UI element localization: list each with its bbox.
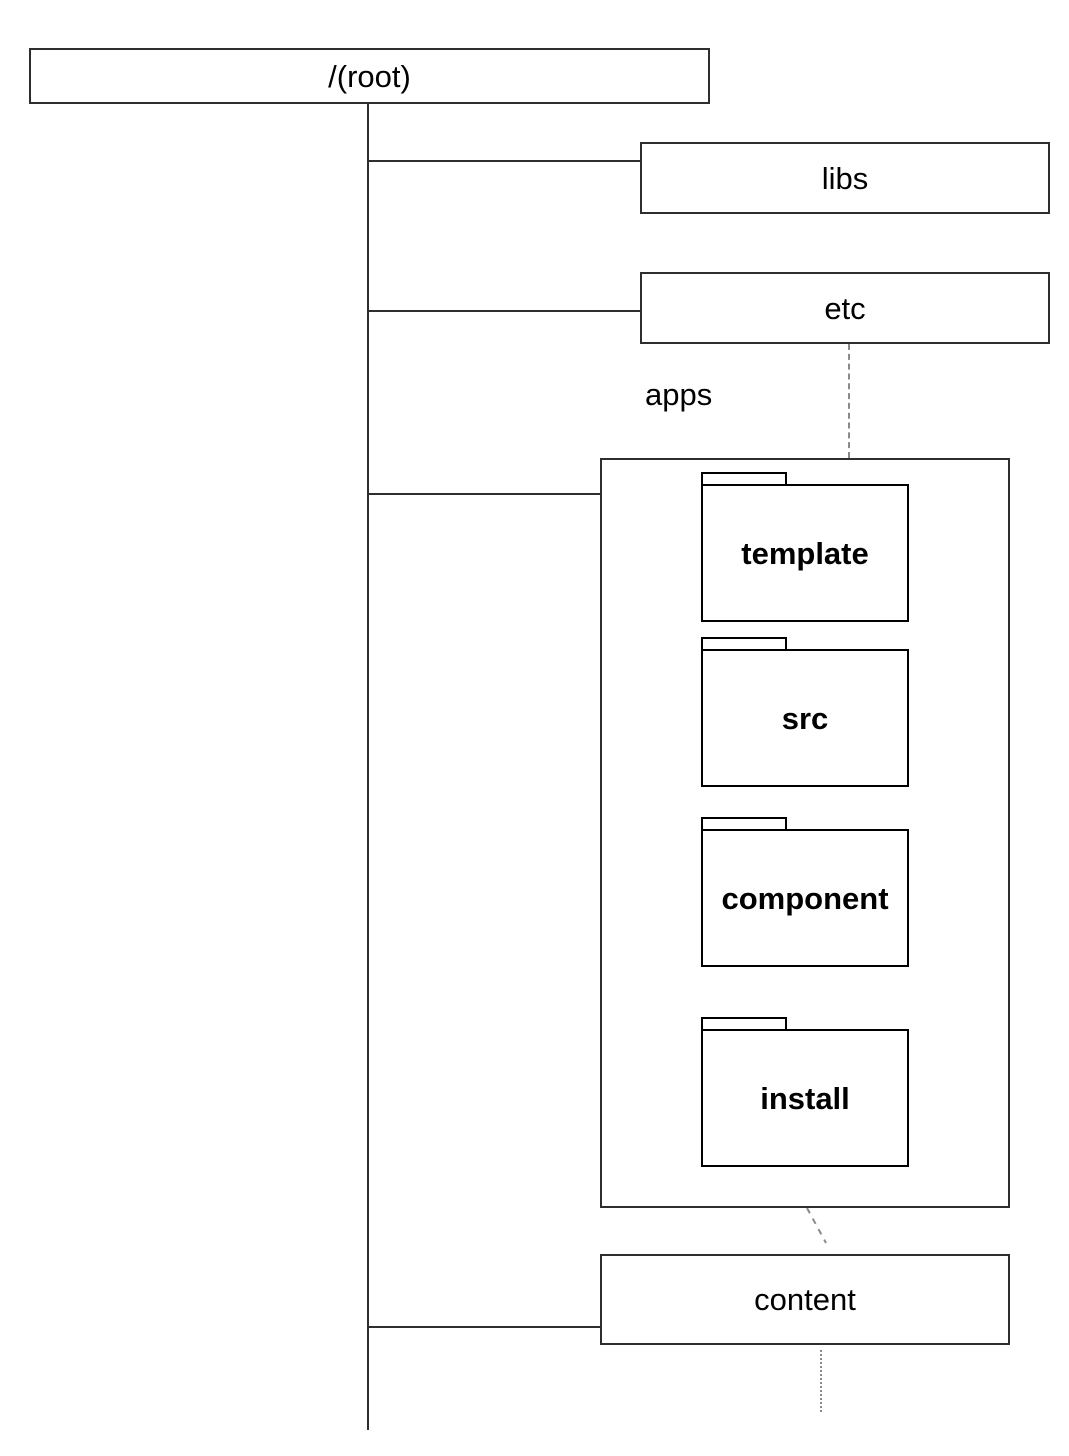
folder-component-label: component bbox=[721, 880, 889, 916]
branch-line-etc bbox=[367, 310, 642, 312]
label-apps: apps bbox=[645, 377, 713, 412]
trunk-vertical-line bbox=[367, 103, 369, 1430]
folder-install[interactable]: install bbox=[701, 1017, 909, 1167]
folder-component[interactable]: component bbox=[701, 817, 909, 967]
dashed-link-etc-to-apps bbox=[848, 344, 850, 458]
folder-template-label: template bbox=[741, 535, 869, 571]
folder-template-body: template bbox=[701, 484, 909, 622]
dotted-link-content-continues bbox=[820, 1350, 822, 1412]
folder-template[interactable]: template bbox=[701, 472, 909, 622]
node-etc-label: etc bbox=[824, 290, 866, 326]
node-libs-label: libs bbox=[821, 160, 869, 196]
folder-install-body: install bbox=[701, 1029, 909, 1167]
branch-line-libs bbox=[367, 160, 642, 162]
node-libs[interactable]: libs bbox=[640, 142, 1050, 214]
node-root-label: /(root) bbox=[328, 58, 411, 94]
folder-tab-icon bbox=[701, 637, 787, 651]
folder-install-label: install bbox=[760, 1080, 850, 1116]
folder-src-body: src bbox=[701, 649, 909, 787]
node-content-label: content bbox=[754, 1282, 856, 1317]
folder-component-body: component bbox=[701, 829, 909, 967]
folder-tab-icon bbox=[701, 472, 787, 486]
branch-line-apps bbox=[367, 493, 602, 495]
node-etc[interactable]: etc bbox=[640, 272, 1050, 344]
node-root[interactable]: /(root) bbox=[29, 48, 710, 104]
node-content[interactable]: content bbox=[600, 1254, 1010, 1345]
container-apps[interactable]: template src component install bbox=[600, 458, 1010, 1208]
folder-tab-icon bbox=[701, 817, 787, 831]
folder-tab-icon bbox=[701, 1017, 787, 1031]
folder-src-label: src bbox=[781, 700, 829, 736]
branch-line-content bbox=[367, 1326, 602, 1328]
folder-src[interactable]: src bbox=[701, 637, 909, 787]
